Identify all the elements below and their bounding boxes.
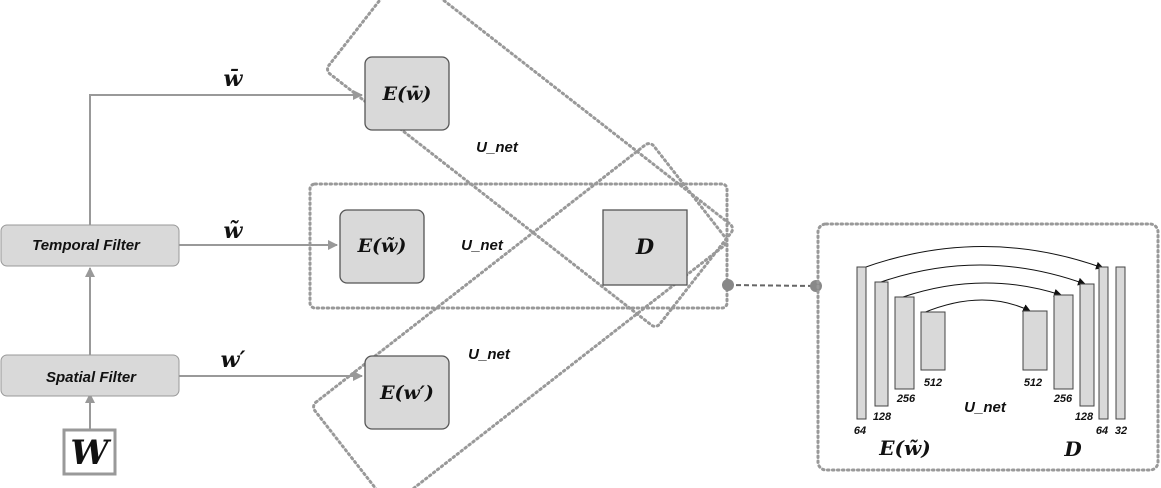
decoder-layer-512 — [1022, 310, 1048, 371]
unet-detail-panel — [816, 222, 1160, 472]
channel-label-dec-512: 512 — [1024, 377, 1042, 389]
connector-dot-left — [722, 279, 734, 291]
input-W-box — [62, 428, 117, 476]
encoder-layer-128 — [874, 281, 889, 407]
unet-label-top: U_net — [476, 139, 519, 156]
decoder-layer-64 — [1098, 266, 1109, 420]
label-w-prime: w′ — [221, 347, 246, 373]
decoder-layer-256 — [1053, 294, 1074, 390]
decoder-layer-32 — [1115, 266, 1126, 420]
input-W-symbol: W — [70, 433, 111, 473]
decoder-box — [602, 209, 688, 286]
detail-unet-label: U_net — [964, 399, 1007, 416]
encoder-layer-512 — [920, 311, 946, 371]
unet-label-middle: U_net — [461, 237, 504, 254]
channel-label-dec-128: 128 — [1075, 411, 1094, 423]
temporal-filter-label: Temporal Filter — [32, 237, 141, 254]
channel-label-enc-128: 128 — [873, 411, 892, 423]
temporal-filter-box — [0, 224, 180, 267]
encoder-w-bar-label: E(w̄) — [382, 83, 432, 105]
detail-encoder-label: E(w̃) — [878, 436, 930, 460]
encoder-layer-256 — [894, 296, 915, 390]
channel-label-dec-32: 32 — [1115, 425, 1127, 437]
detail-decoder-label: D — [1063, 437, 1082, 461]
skip-connection-64 — [862, 246, 1104, 270]
skip-connection-512 — [922, 299, 1031, 314]
unet-group-bottom — [312, 142, 728, 488]
encoder-w-tilde-box — [339, 209, 425, 284]
encoder-w-tilde-label: E(w̃) — [357, 235, 407, 257]
unet-group-top — [326, 0, 734, 328]
connector-line — [727, 284, 816, 287]
label-w-tilde: w̃ — [224, 218, 244, 244]
channel-label-enc-64: 64 — [854, 425, 866, 437]
spatial-filter-box — [0, 354, 180, 397]
encoder-w-bar-box — [364, 56, 450, 131]
skip-connection-128 — [880, 264, 1086, 286]
arrow-temporal-to-Ebar — [89, 90, 363, 225]
channel-label-dec-256: 256 — [1053, 393, 1073, 405]
channel-label-enc-256: 256 — [896, 393, 916, 405]
skip-connection-256 — [902, 282, 1062, 298]
unet-label-bottom: U_net — [468, 346, 511, 363]
encoder-w-prime-label: E(w′) — [379, 382, 434, 404]
spatial-filter-label: Spatial Filter — [46, 369, 137, 386]
connector-dot-right — [810, 280, 822, 292]
decoder-label: D — [635, 234, 655, 259]
encoder-layer-64 — [856, 266, 867, 420]
encoder-w-prime-box — [364, 355, 450, 430]
channel-label-enc-512: 512 — [924, 377, 942, 389]
decoder-layer-128 — [1079, 283, 1095, 407]
label-w-bar: w̄ — [224, 66, 244, 92]
channel-label-dec-64: 64 — [1096, 425, 1108, 437]
